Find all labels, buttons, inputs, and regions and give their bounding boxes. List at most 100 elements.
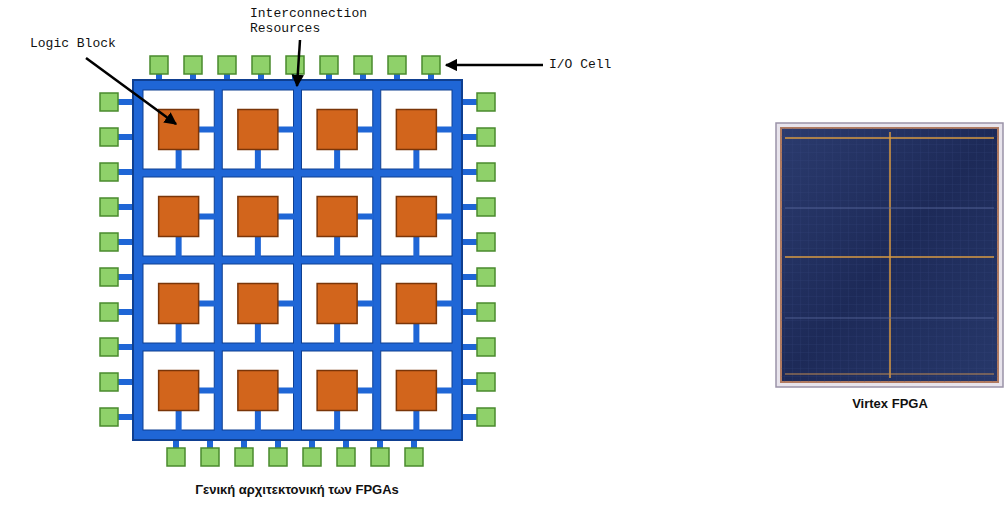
logic-block [396, 371, 436, 411]
block-wire [176, 324, 182, 345]
block-wire [199, 388, 216, 394]
io-cell [235, 448, 253, 466]
logic-block [159, 197, 199, 237]
block-wire [357, 301, 374, 307]
io-cell [100, 338, 118, 356]
routing-cell [302, 90, 373, 169]
io-cell [477, 128, 495, 146]
die [781, 128, 998, 382]
part-label: Interconnection Resources [250, 6, 378, 36]
block-wire [278, 301, 295, 307]
routing-cell [222, 264, 293, 343]
routing-cell [302, 264, 373, 343]
io-cell [100, 408, 118, 426]
logic-block [238, 110, 278, 150]
block-wire [334, 150, 340, 171]
fpga-architecture [100, 56, 495, 466]
block-wire [176, 237, 182, 258]
routing-cell [222, 177, 293, 256]
die-line [785, 208, 994, 209]
block-wire [255, 324, 261, 345]
die-line [785, 374, 994, 375]
logic-block [159, 371, 199, 411]
io-cell [100, 93, 118, 111]
io-cell [477, 373, 495, 391]
io-cell [477, 408, 495, 426]
io-cell [286, 56, 304, 74]
io-cell [477, 163, 495, 181]
io-cell [100, 303, 118, 321]
logic-block [317, 110, 357, 150]
die-line [785, 318, 994, 319]
block-wire [176, 411, 182, 432]
io-cell [100, 128, 118, 146]
logic-block [238, 197, 278, 237]
routing-cell [381, 264, 452, 343]
io-cell [100, 373, 118, 391]
io-cell [201, 448, 219, 466]
block-wire [436, 214, 453, 220]
io-cell [100, 163, 118, 181]
block-wire [413, 324, 419, 345]
io-cell [477, 268, 495, 286]
block-wire [357, 388, 374, 394]
logic-block [396, 284, 436, 324]
io-cell [303, 448, 321, 466]
block-wire [436, 388, 453, 394]
routing-cell [381, 177, 452, 256]
io-cell [337, 448, 355, 466]
routing-cell [302, 177, 373, 256]
block-wire [334, 324, 340, 345]
io-cell [405, 448, 423, 466]
logic-block [317, 197, 357, 237]
block-wire [199, 214, 216, 220]
block-wire [334, 411, 340, 432]
block-wire [199, 301, 216, 307]
interconnect-frame [133, 80, 462, 440]
io-cell [269, 448, 287, 466]
io-cell [320, 56, 338, 74]
block-wire [413, 150, 419, 171]
routing-cell [143, 351, 214, 430]
io-cell [477, 93, 495, 111]
block-wire [413, 237, 419, 258]
io-cell [354, 56, 372, 74]
leader-arrow [86, 58, 176, 124]
logic-block [238, 371, 278, 411]
io-cell [252, 56, 270, 74]
routing-cell [222, 351, 293, 430]
logic-block [317, 371, 357, 411]
io-cell [371, 448, 389, 466]
virtex-die-photo [776, 123, 1003, 387]
block-wire [255, 411, 261, 432]
block-wire [278, 127, 295, 133]
die-line [889, 132, 891, 378]
routing-cell [143, 264, 214, 343]
block-wire [255, 150, 261, 171]
block-wire [436, 301, 453, 307]
io-cell [477, 338, 495, 356]
leaders [86, 40, 543, 124]
photo-caption: Virtex FPGA [790, 396, 990, 412]
io-cell [477, 198, 495, 216]
logic-block [396, 197, 436, 237]
block-wire [357, 214, 374, 220]
routing-cell [143, 177, 214, 256]
leader-arrow [446, 64, 543, 67]
logic-block [396, 110, 436, 150]
io-cell [150, 56, 168, 74]
block-wire [278, 214, 295, 220]
block-wire [436, 127, 453, 133]
part-label: I/O Cell [549, 57, 639, 72]
routing-cell [302, 351, 373, 430]
leader-arrow [297, 40, 300, 86]
logic-block [159, 284, 199, 324]
block-wire [357, 127, 374, 133]
io-cell [477, 233, 495, 251]
io-cell [100, 233, 118, 251]
block-wire [199, 127, 216, 133]
photo-frame [776, 123, 1003, 387]
io-cell [218, 56, 236, 74]
